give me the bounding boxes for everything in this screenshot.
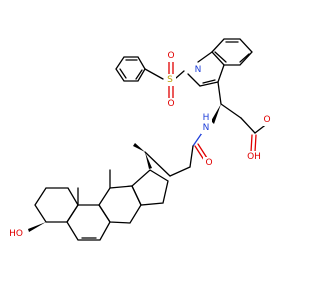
phenyl-ring <box>115 56 146 82</box>
stereo-wedge-c17 <box>145 152 152 169</box>
sulfonyl-oxygen-top-label: O <box>167 51 174 61</box>
amino-acid-chain <box>217 81 269 153</box>
indole-nitrogen-label: N <box>195 65 202 75</box>
amide-group <box>189 129 208 168</box>
steroid-ring-a <box>34 187 79 223</box>
stereo-wedge-hydroxyl <box>28 222 46 232</box>
amide-nitrogen-label: N <box>203 123 210 133</box>
acid-hydroxyl-label: OH <box>247 152 261 162</box>
indole-ring <box>187 38 253 87</box>
amide-hydrogen-label: H <box>203 113 210 123</box>
stereo-wedge-methyl-c20 <box>133 143 145 152</box>
steroid-side-chain <box>144 151 191 177</box>
molecule-structure: N S O O H N O O OH HO <box>6 38 272 241</box>
sulfur-label: S <box>167 75 173 85</box>
sulfonyl-group <box>168 59 185 100</box>
steroid-ring-c <box>98 185 142 224</box>
stereo-wedge-nh <box>211 104 221 124</box>
amide-oxygen-label: O <box>205 158 212 168</box>
hydroxyl-label: HO <box>9 229 23 239</box>
steroid-ring-d <box>131 169 169 206</box>
sulfonyl-oxygen-bottom-label: O <box>167 99 174 109</box>
atom-labels: N S O O H N O O OH HO <box>6 50 272 240</box>
steroid-ring-b <box>66 204 111 241</box>
phenyl-s-bond <box>144 68 164 80</box>
acid-oxygen-label: O <box>263 115 270 125</box>
